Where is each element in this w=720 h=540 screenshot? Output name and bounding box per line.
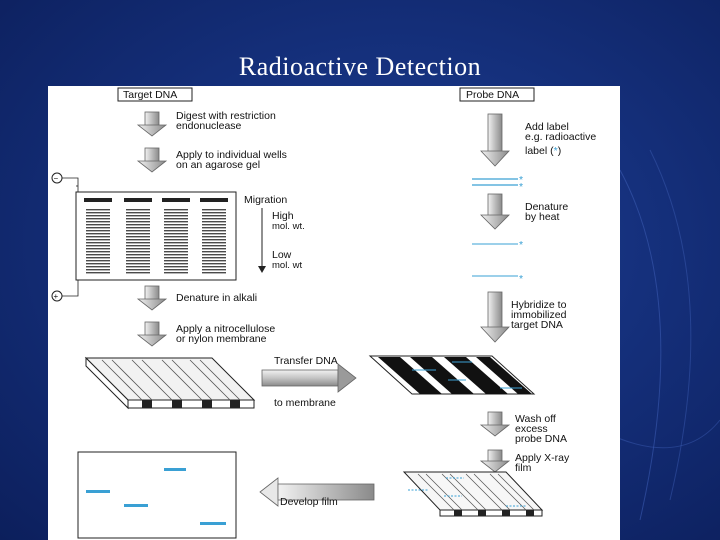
down-arrow-icon xyxy=(136,285,168,311)
develop-label: Develop film xyxy=(280,496,338,508)
positive-electrode-icon xyxy=(51,290,63,302)
agarose-gel xyxy=(75,191,237,281)
down-arrow-icon xyxy=(479,411,511,437)
transfer-arrow-icon xyxy=(261,363,357,393)
wash-line3: probe DNA xyxy=(515,433,567,445)
wash-line1: Wash off xyxy=(515,413,556,425)
hybridized-membrane xyxy=(368,355,536,395)
low-mw-line1: Low xyxy=(272,249,292,261)
positive-electrode-sign: + xyxy=(54,292,59,301)
xray-line2: film xyxy=(515,462,532,474)
step-membrane-line2: or nylon membrane xyxy=(176,333,267,345)
denature-heat-line2: by heat xyxy=(525,211,560,223)
labelled-probe-duplex xyxy=(472,178,518,186)
migration-label: Migration xyxy=(244,194,287,206)
step-denature-alkali: Denature in alkali xyxy=(176,292,257,304)
hybridize-line3: target DNA xyxy=(511,319,563,331)
membrane-with-film xyxy=(402,471,544,517)
down-arrow-icon xyxy=(480,193,510,230)
xray-film-result xyxy=(77,451,237,539)
low-mw-line2: mol. wt xyxy=(272,260,302,271)
radio-label-star: * xyxy=(519,174,523,186)
step-digest-line1: Digest with restriction xyxy=(176,110,276,122)
down-arrow-icon xyxy=(136,321,168,347)
negative-electrode-sign: − xyxy=(54,174,59,183)
down-arrow-icon xyxy=(136,147,168,173)
step-digest-line2: endonuclease xyxy=(176,120,242,132)
southern-blot-diagram: Target DNA Digest with restriction endon… xyxy=(48,86,620,540)
high-mw-line2: mol. wt. xyxy=(272,221,305,232)
step-apply-line1: Apply to individual wells xyxy=(176,149,287,161)
transfer-line2: to membrane xyxy=(274,397,336,409)
target-dna-label: Target DNA xyxy=(123,89,177,101)
add-label-line3: label (*) xyxy=(525,145,561,157)
probe-dna-box xyxy=(459,87,535,102)
develop-arrow-icon xyxy=(259,477,375,507)
high-mw-line1: High xyxy=(272,210,294,222)
transfer-line1: Transfer DNA xyxy=(274,355,338,367)
wash-line2: excess xyxy=(515,423,548,435)
radio-label-star: * xyxy=(519,273,523,285)
membrane-blot xyxy=(84,356,256,410)
migration-arrow-icon xyxy=(258,208,266,273)
slide-title: Radioactive Detection xyxy=(238,52,482,81)
negative-electrode-icon xyxy=(51,172,63,184)
down-arrow-icon xyxy=(136,111,168,137)
diagram-canvas: Target DNA Digest with restriction endon… xyxy=(51,87,596,539)
probe-dna-label: Probe DNA xyxy=(466,89,519,101)
tall-down-arrow-icon xyxy=(480,291,510,343)
add-label-line2: e.g. radioactive xyxy=(525,131,596,143)
step-apply-line2: on an agarose gel xyxy=(176,159,260,171)
denature-heat-line1: Denature xyxy=(525,201,568,213)
step-membrane-line1: Apply a nitrocellulose xyxy=(176,323,275,335)
radio-label-star: * xyxy=(519,239,523,251)
radio-label-star: * xyxy=(519,181,523,193)
hybridize-line1: Hybridize to xyxy=(511,299,567,311)
add-label-line1: Add label xyxy=(525,121,569,133)
down-arrow-icon xyxy=(479,449,511,473)
xray-line1: Apply X-ray xyxy=(515,452,570,464)
hybridize-line2: immobilized xyxy=(511,309,567,321)
target-dna-box xyxy=(117,87,193,102)
tall-down-arrow-icon xyxy=(480,113,510,167)
